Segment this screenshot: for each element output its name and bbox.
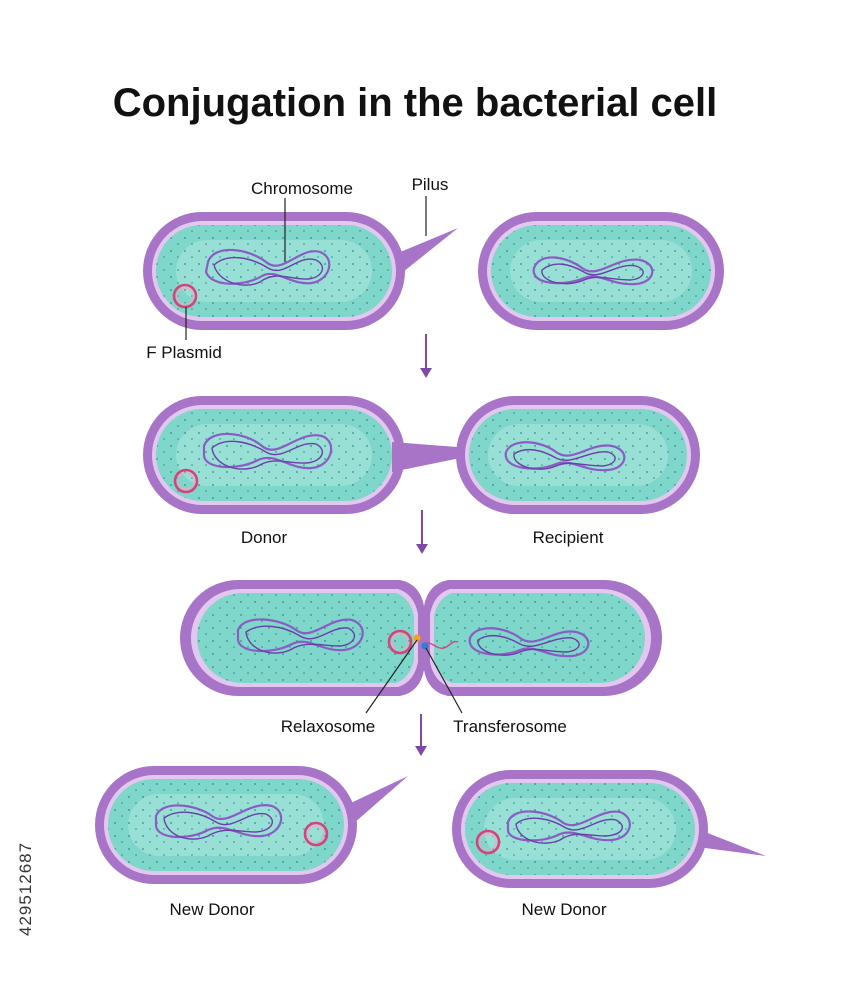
ribosome-dots [469,409,687,501]
transferosome-dot [421,642,429,650]
label-transferosome: Transferosome [453,717,567,736]
side-id-text: 429512687 [16,842,35,936]
pilus-extended [690,826,766,856]
step-arrow-2 [416,510,428,554]
transferosome-leader [425,647,463,714]
chromosome [154,804,283,840]
row4-new-donor-left [95,766,408,884]
label-donor: Donor [241,528,288,547]
row1-donor-cell [143,212,458,330]
f-plasmid [303,821,329,847]
label-relaxosome: Relaxosome [281,717,376,736]
label-f-plasmid: F Plasmid [146,343,222,362]
diagram-title: Conjugation in the bacterial cell [113,81,718,125]
label-pilus: Pilus [412,175,449,194]
f-plasmid-transferring [387,629,459,655]
ribosome-dots [156,225,392,317]
recipient-chromosome [468,627,590,658]
step-arrow-1 [420,334,432,378]
chromosome [204,248,331,286]
f-plasmid [475,829,501,855]
chromosome [506,810,631,844]
row2-recipient-cell [456,396,700,514]
relaxosome-leader [365,639,418,714]
label-new-donor-right: New Donor [521,900,606,919]
row1-recipient-cell [478,212,724,330]
single-strand-dna [423,640,459,649]
row3-mating-pair [180,580,662,696]
row4-new-donor-right [452,770,766,888]
f-plasmid [173,468,199,494]
chromosome [532,256,654,286]
chromosome [202,432,333,470]
row2-donor-cell [143,396,405,514]
relaxosome-dot [413,634,421,642]
label-chromosome: Chromosome [251,179,353,198]
label-new-donor-left: New Donor [169,900,254,919]
donor-chromosome [236,618,364,654]
label-recipient: Recipient [533,528,604,547]
step-arrow-3 [415,714,427,756]
pilus-bridge [392,442,470,472]
recipient-ribosome-dots [434,593,645,683]
f-plasmid [172,283,198,309]
ribosome-dots [491,225,711,317]
chromosome [504,441,626,472]
